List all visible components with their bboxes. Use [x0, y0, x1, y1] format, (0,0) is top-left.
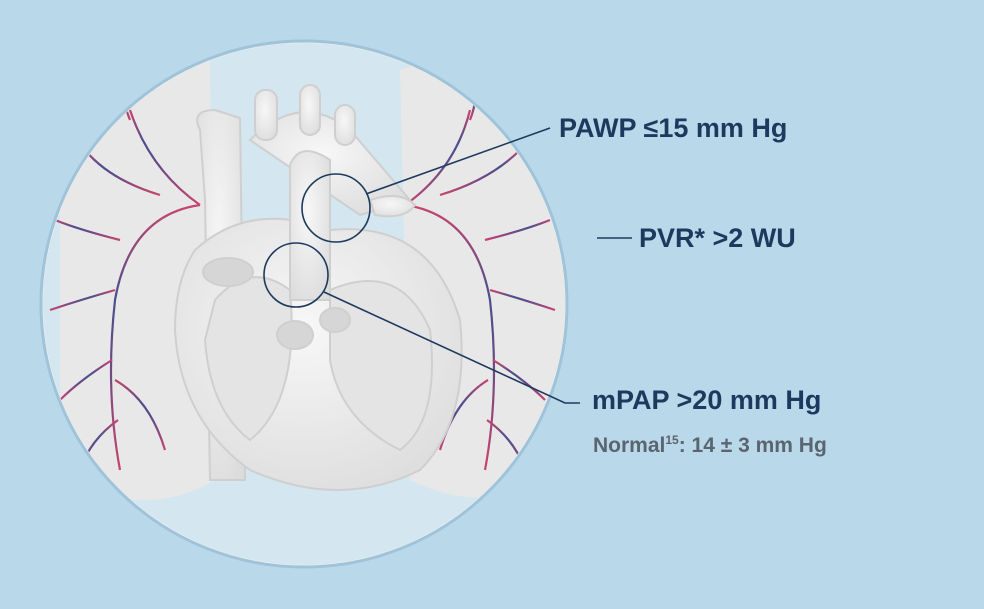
normal-value: : 14 ± 3 mm Hg: [678, 434, 827, 457]
pawp-label: PAWP ≤15 mm Hg: [559, 113, 788, 143]
mpap-label: mPAP >20 mm Hg: [592, 385, 822, 415]
callout-pawp: [301, 127, 551, 243]
normal-prefix: Normal: [593, 434, 666, 457]
left-lung: [60, 56, 215, 501]
callout-mpap: [263, 242, 580, 404]
heart: [173, 84, 463, 491]
pulmonary-vessels: [49, 79, 556, 471]
pvr-label: PVR* >2 WU: [639, 223, 796, 253]
normal-range-note: Normal15: 14 ± 3 mm Hg: [593, 433, 827, 458]
reference-number: 15: [665, 433, 679, 447]
